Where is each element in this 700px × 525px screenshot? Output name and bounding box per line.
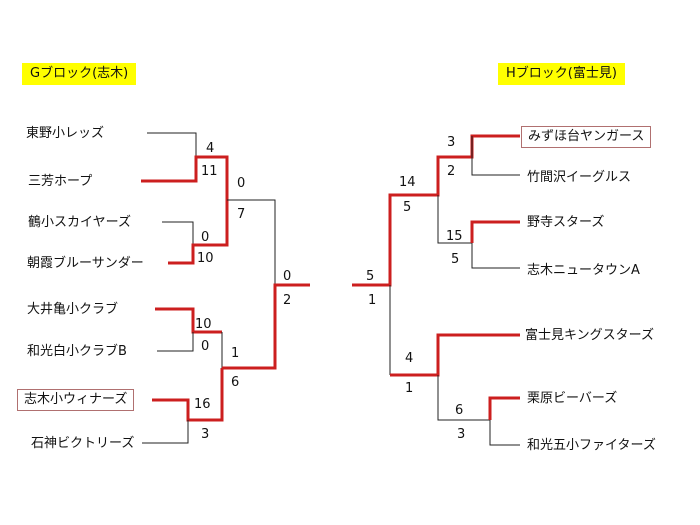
score-h-r1m1-a: 3 [447, 135, 456, 150]
team-h-6: 栗原ビーバーズ [527, 391, 618, 406]
line-h-r1m3-win [488, 396, 520, 420]
line-h-r2m2-win [390, 333, 520, 377]
line-h-final [352, 134, 520, 287]
team-h-2: 竹間沢イーグルス [527, 170, 632, 185]
line-g-r1m1-win [141, 155, 229, 200]
score-g-r1m1-a: 4 [206, 141, 215, 156]
line-g-r1m2-top [162, 221, 194, 245]
score-g-r1m1-b: 11 [201, 164, 218, 179]
team-g-6: 和光白小クラブB [27, 344, 127, 359]
line-h-r2m2-lose [437, 375, 490, 421]
score-h-r2m2-a: 4 [405, 351, 414, 366]
line-h-r1m2-win [470, 220, 520, 243]
score-h-final-a: 5 [366, 269, 375, 284]
score-g-r1m4-a: 16 [194, 397, 211, 412]
team-h-4: 志木ニュータウンA [527, 263, 640, 278]
score-g-r2m2-a: 1 [231, 346, 240, 361]
score-g-final-a: 0 [283, 269, 292, 284]
team-h-1: みずほ台ヤンガース [521, 126, 652, 148]
line-h-r2m1-lose [437, 195, 472, 244]
score-h-r1m2-b: 5 [451, 252, 460, 267]
team-h-5: 富士見キングスターズ [525, 328, 654, 343]
line-h-r1m2-lose [471, 243, 520, 269]
team-g-3: 鶴小スカイヤーズ [28, 215, 131, 230]
team-g-7: 志木小ウィナーズ [17, 389, 135, 411]
score-g-r1m2-b: 10 [197, 251, 214, 266]
line-h-r1m1-lose [471, 136, 520, 176]
score-g-r1m3-b: 0 [201, 339, 210, 354]
score-g-final-b: 2 [283, 293, 292, 308]
score-g-r1m2-a: 0 [201, 230, 210, 245]
line-g-r1m3-win [155, 307, 222, 334]
score-g-r2m2-b: 6 [231, 375, 240, 390]
line-g-r1m3-lose [157, 332, 194, 352]
score-g-r1m4-b: 3 [201, 427, 210, 442]
line-h-r1m3-lose [489, 420, 520, 446]
score-h-r1m3-a: 6 [455, 403, 464, 418]
score-h-r1m3-b: 3 [457, 427, 466, 442]
team-g-5: 大井亀小クラブ [27, 302, 119, 317]
line-g-r1m4-win [152, 368, 224, 422]
line-g-r1m4-lose [142, 420, 189, 444]
score-h-r1m2-a: 15 [446, 229, 463, 244]
block-h-label: Hブロック(富士見) [498, 63, 625, 85]
score-h-r2m2-b: 1 [405, 381, 414, 396]
team-h-7: 和光五小ファイターズ [527, 438, 656, 453]
line-g-r2m1-win [227, 199, 276, 285]
line-g-r2m2-win [222, 283, 310, 370]
line-g-r1m2-win [168, 200, 229, 265]
team-g-2: 三芳ホープ [28, 174, 93, 189]
score-g-r2m1-a: 0 [237, 176, 246, 191]
score-h-r2m1-b: 5 [403, 200, 412, 215]
block-g-label: Gブロック(志木) [22, 63, 137, 85]
score-h-r2m1-a: 14 [399, 175, 416, 190]
team-g-4: 朝霞ブルーサンダー [27, 256, 144, 271]
score-h-r1m1-b: 2 [447, 164, 456, 179]
line-g-r1m1-top [147, 132, 197, 157]
team-g-1: 東野小レッズ [26, 126, 105, 141]
score-h-final-b: 1 [368, 293, 377, 308]
team-g-8: 石神ビクトリーズ [31, 436, 135, 451]
score-g-r2m1-b: 7 [237, 207, 246, 222]
team-h-3: 野寺スターズ [527, 215, 605, 230]
score-g-r1m3-a: 10 [195, 317, 212, 332]
